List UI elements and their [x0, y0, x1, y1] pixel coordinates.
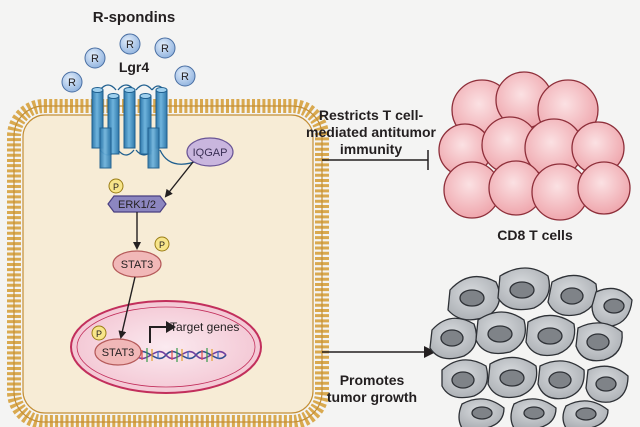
pathway-arrows	[118, 161, 194, 339]
tumor-cell	[497, 267, 551, 311]
tumor-cell	[487, 356, 538, 399]
ligand-icon: R	[61, 71, 83, 93]
erk-label: ERK1/2	[118, 199, 156, 211]
phospho-icon	[91, 325, 107, 341]
promotes-text: Promotes tumor growth	[327, 372, 417, 405]
stat3-label: STAT3	[121, 259, 154, 271]
ligand-icon: R	[119, 33, 141, 55]
erk-node: ERK1/2 P	[107, 178, 167, 213]
tumor-cell	[585, 365, 629, 403]
stat3-nuclear-node: STAT3 P	[91, 325, 142, 366]
tumor-cell	[441, 359, 489, 399]
tumor-cell	[562, 400, 609, 427]
tumor-cell	[575, 322, 623, 362]
phospho-label: P	[113, 182, 119, 192]
phospho-label: P	[96, 329, 102, 339]
cd8-t-cell-cluster	[438, 71, 631, 221]
tumor-cell	[510, 398, 557, 427]
iqgap-label: IQGAP	[193, 147, 228, 159]
tumor-cell	[591, 287, 633, 327]
tumor-cell	[447, 275, 501, 321]
cd8-label: CD8 T cells	[497, 227, 573, 243]
svg-text:Promotes: Promotes	[340, 372, 405, 388]
svg-text:immunity: immunity	[340, 141, 402, 157]
receptor-helices	[91, 87, 168, 169]
transcription-arrowhead	[166, 321, 176, 333]
promotes-arrow	[322, 346, 436, 358]
phospho-icon	[154, 236, 170, 252]
dna-helix	[135, 348, 227, 362]
inhibition-line	[322, 150, 429, 170]
nucleus	[70, 300, 262, 394]
stat3-node: STAT3 P	[112, 236, 170, 278]
target-genes-label: Target genes	[170, 320, 239, 334]
stat3-nuclear-label: STAT3	[102, 347, 135, 359]
svg-text:R: R	[126, 39, 134, 51]
svg-text:R: R	[181, 71, 189, 83]
tumor-cell	[525, 314, 576, 357]
tumor-cell	[458, 398, 505, 427]
cd8-cell	[577, 161, 631, 215]
transcription-arrow	[149, 326, 166, 343]
svg-text:R: R	[68, 77, 76, 89]
tumor-cell	[429, 317, 478, 360]
tumor-cell	[537, 360, 585, 400]
ligand-icon: R	[174, 65, 196, 87]
tumor-cell-cluster	[429, 267, 633, 427]
ligand-icon: R	[154, 37, 176, 59]
ligand-icon: R	[84, 47, 106, 69]
tumor-cell	[475, 311, 527, 355]
svg-text:R: R	[161, 43, 169, 55]
tumor-cell	[547, 274, 598, 317]
ligand-title: R-spondins	[93, 9, 176, 26]
svg-text:tumor growth: tumor growth	[327, 389, 417, 405]
receptor-name: Lgr4	[119, 59, 150, 75]
svg-text:Restricts T cell-: Restricts T cell-	[319, 107, 424, 123]
phospho-icon	[108, 178, 124, 194]
restricts-text: Restricts T cell- mediated antitumor imm…	[306, 107, 436, 157]
phospho-label: P	[159, 240, 165, 250]
iqgap-node: IQGAP	[186, 137, 234, 167]
svg-text:mediated antitumor: mediated antitumor	[306, 124, 436, 140]
svg-text:R: R	[91, 53, 99, 65]
r-spondin-ligands: R R R R R	[61, 33, 196, 93]
